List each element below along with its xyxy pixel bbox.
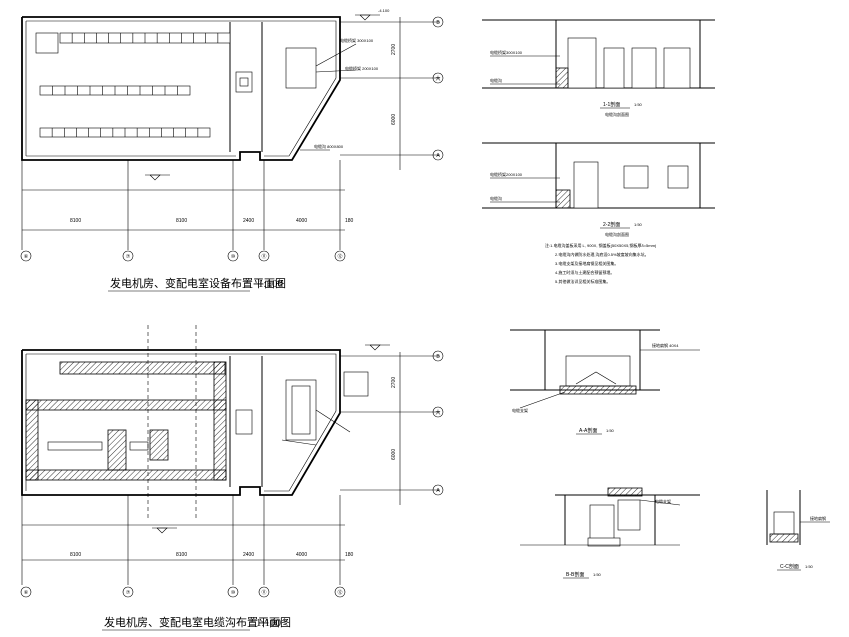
section-b-b: 电缆支架 B-B剖面 1:50	[520, 487, 700, 579]
section-title: A-A剖面	[579, 427, 597, 434]
design-notes: 注:1.电缆沟盖板采用 L, 900X, 钢盖板(50X50X5,钢板厚δ=5m…	[545, 242, 657, 284]
section-2-2: 电缆桥架200X100 电缆沟 2-2剖面 1:50 电缆沟剖面图	[482, 142, 715, 237]
grid-axis-bubbles-top: ⑥ ⑦ ⑩ ⑪ ⑫ B 大 A	[20, 16, 444, 262]
span-dim: 2700	[391, 44, 397, 55]
svg-text:⑪: ⑪	[261, 589, 266, 596]
svg-text:⑪: ⑪	[261, 253, 266, 260]
cable-trench	[149, 429, 169, 461]
svg-text:B: B	[436, 20, 440, 26]
svg-text:电缆沟剖面图: 电缆沟剖面图	[605, 111, 629, 117]
span-dim: 8100	[70, 552, 81, 558]
svg-text:大: 大	[435, 75, 440, 82]
svg-text:1:50: 1:50	[805, 564, 814, 569]
transformer-box	[285, 47, 317, 89]
note-line: 3.电缆支架及接地扁钢见相关图集。	[555, 260, 618, 266]
svg-text:电缆沟 800X800: 电缆沟 800X800	[314, 143, 344, 149]
plan-title-bottom: 发电机房、变配电室电缆沟布置平面图	[104, 615, 291, 629]
cable-trench	[59, 361, 226, 375]
note-line: 2.电缆沟内做防水处理,沟底设0.5%坡度坡向集水坑。	[555, 251, 649, 257]
svg-text:电缆支架: 电缆支架	[655, 498, 671, 504]
span-dim: 2400	[243, 218, 254, 224]
span-dim: 2700	[391, 377, 397, 388]
svg-text:⑦: ⑦	[126, 254, 131, 260]
span-dim: 180	[345, 552, 354, 558]
svg-text:电缆沟: 电缆沟	[490, 195, 502, 201]
svg-text:A: A	[436, 488, 440, 494]
svg-text:电缆桥架 200X100: 电缆桥架 200X100	[345, 65, 379, 71]
cable-trench	[25, 399, 39, 481]
section-title: 2-2剖面	[603, 221, 620, 228]
section-1-1: 电缆桥架300X100 电缆沟 1-1剖面 1:50 电缆沟剖面图	[482, 19, 715, 117]
svg-text:⑥: ⑥	[24, 590, 29, 596]
plan-scale-bottom: 1:100	[256, 617, 282, 629]
svg-text:⑥: ⑥	[24, 254, 29, 260]
span-dim: 8100	[176, 218, 187, 224]
svg-text:⑫: ⑫	[337, 253, 342, 260]
svg-text:电缆沟剖面图: 电缆沟剖面图	[605, 231, 629, 237]
cable-trench	[213, 361, 227, 481]
section-a-a: 接地扁钢 40X4 电缆支架 A-A剖面 1:50	[510, 329, 700, 435]
svg-text:1:50: 1:50	[634, 222, 643, 227]
svg-text:1:50: 1:50	[634, 102, 643, 107]
section-c-c: 接地扁钢 C-C剖面 1:50	[766, 490, 830, 571]
span-dim: 6000	[391, 114, 397, 125]
note-line: 注:1.电缆沟盖板采用 L, 900X, 钢盖板(50X50X5,钢板厚δ=5m…	[545, 242, 657, 248]
svg-text:大: 大	[435, 409, 440, 416]
svg-text:1:50: 1:50	[606, 428, 615, 433]
span-dim: 8100	[176, 552, 187, 558]
bottom-cable-plan: 8100 8100 2400 4000 180 2700 6000 ⑥ ⑦ ⑩ …	[20, 325, 444, 631]
svg-text:电缆桥架200X100: 电缆桥架200X100	[490, 171, 523, 177]
svg-text:B: B	[436, 354, 440, 360]
top-floor-plan: 电缆桥架 300X100 电缆桥架 200X100 电缆沟 800X800 -4…	[20, 8, 444, 292]
span-dim: 4000	[296, 218, 307, 224]
svg-text:⑫: ⑫	[337, 589, 342, 596]
span-dim: 180	[345, 218, 354, 224]
level-mark: -4.100	[378, 8, 390, 13]
section-title: 1-1剖面	[603, 101, 620, 108]
svg-text:1:50: 1:50	[593, 572, 602, 577]
svg-text:⑩: ⑩	[231, 590, 236, 596]
svg-text:⑩: ⑩	[231, 254, 236, 260]
section-title: B-B剖面	[566, 571, 584, 578]
span-dim: 8100	[70, 218, 81, 224]
plan-title-top: 发电机房、变配电室设备布置平面图	[110, 276, 286, 290]
svg-text:⑦: ⑦	[126, 590, 131, 596]
note-line: 4.施工时须与土建配合预留预埋。	[555, 269, 614, 275]
note-line: 5.其他做法详见相关标准图集。	[555, 278, 610, 284]
svg-text:电缆支架: 电缆支架	[512, 407, 528, 413]
svg-text:电缆桥架 300X100: 电缆桥架 300X100	[340, 37, 374, 43]
svg-text:电缆桥架300X100: 电缆桥架300X100	[490, 49, 523, 55]
span-dim: 2400	[243, 552, 254, 558]
cable-trench	[107, 429, 127, 471]
grid-axis-bubbles-bottom: ⑥ ⑦ ⑩ ⑪ ⑫ B 大 A	[20, 350, 444, 598]
span-dim: 6000	[391, 449, 397, 460]
svg-text:接地扁钢: 接地扁钢	[810, 515, 826, 521]
span-dim: 4000	[296, 552, 307, 558]
plan-scale-top: 1:100	[258, 278, 284, 290]
svg-text:接地扁钢 40X4: 接地扁钢 40X4	[652, 342, 679, 348]
svg-text:电缆沟: 电缆沟	[490, 77, 502, 83]
svg-text:A: A	[436, 153, 440, 159]
section-title: C-C剖面	[780, 563, 799, 570]
